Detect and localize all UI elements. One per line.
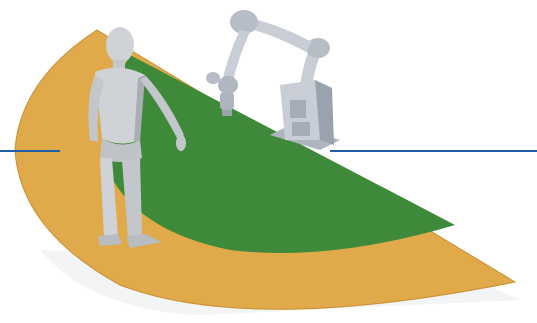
safe-zone (106, 55, 456, 253)
